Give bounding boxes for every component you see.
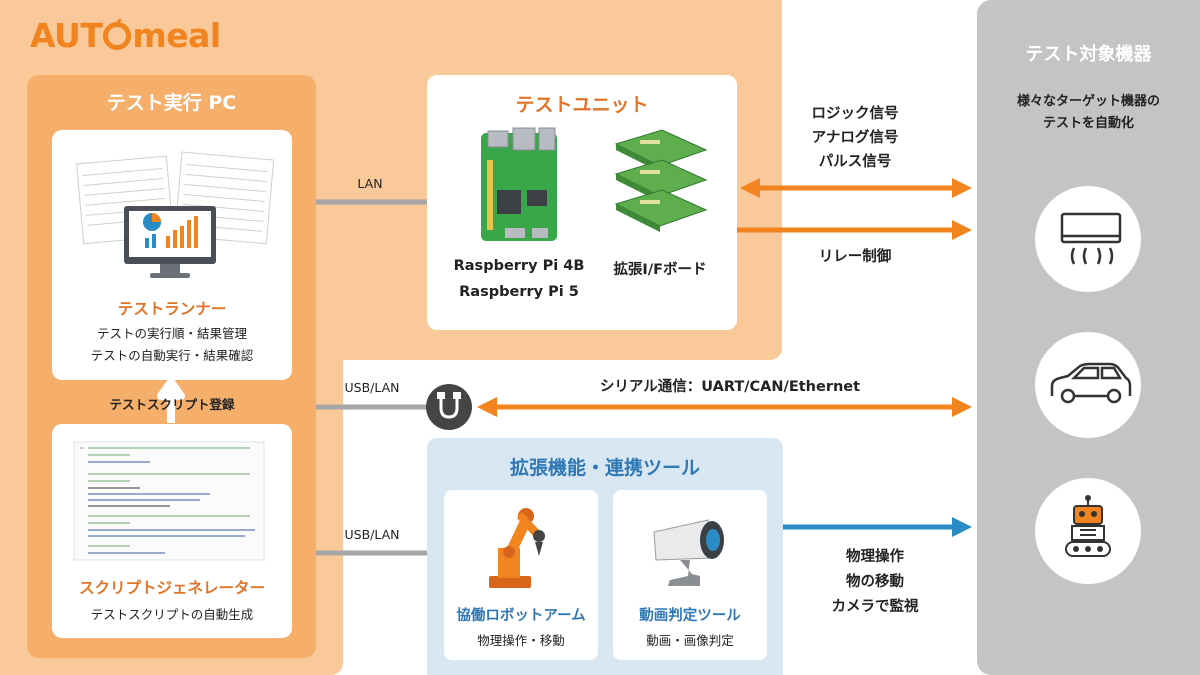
target-title: テスト対象機器	[1025, 44, 1152, 65]
usb-lan-label-2: USB/LAN	[344, 527, 400, 542]
usb-lan-label-1: USB/LAN	[344, 380, 400, 395]
test-runner-title: テストランナー	[117, 300, 227, 318]
extension-title: 拡張機能・連携ツール	[509, 457, 700, 479]
test-unit-title: テストユニット	[515, 94, 649, 116]
robot-arm-desc: 物理操作・移動	[477, 633, 565, 648]
camera-tool-title: 動画判定ツール	[639, 608, 741, 624]
target-desc-1: 様々なターゲット機器の	[1016, 94, 1160, 109]
target-robot-circle	[1035, 478, 1141, 584]
relay-control-label: リレー制御	[818, 249, 892, 265]
physical-op-label: 物理操作	[846, 549, 904, 565]
connector-icon	[426, 384, 472, 430]
board-label: 拡張I/Fボード	[613, 262, 707, 278]
raspberry-pi-label-1: Raspberry Pi 4B	[453, 258, 585, 274]
test-runner-desc-2: テストの自動実行・結果確認	[90, 348, 254, 363]
object-move-label: 物の移動	[846, 574, 904, 590]
target-desc-2: テストを自動化	[1042, 116, 1134, 131]
test-runner-desc-1: テストの実行順・結果管理	[96, 326, 247, 341]
serial-comm-label: シリアル通信：UART/CAN/Ethernet	[599, 379, 861, 395]
logo-timer-glyph	[103, 22, 132, 50]
script-register-label: テストスクリプト登録	[109, 397, 235, 412]
test-runner-card	[52, 130, 292, 380]
lan-label: LAN	[357, 176, 383, 191]
target-car-circle	[1035, 332, 1141, 438]
script-generator-desc: テストスクリプトの自動生成	[90, 607, 254, 622]
raspberry-pi-label-2: Raspberry Pi 5	[459, 284, 579, 300]
pulse-signal-label: パルス信号	[818, 154, 892, 170]
test-pc-title: テスト実行 PC	[106, 92, 237, 114]
target-aircon-circle	[1035, 186, 1141, 292]
logic-signal-label: ロジック信号	[811, 106, 899, 122]
robot-arm-title: 協働ロボットアーム	[456, 608, 586, 624]
camera-tool-desc: 動画・画像判定	[646, 633, 734, 648]
camera-monitor-label: カメラで監視	[831, 599, 919, 615]
script-generator-title: スクリプトジェネレーター	[78, 579, 265, 597]
analog-signal-label: アナログ信号	[811, 130, 899, 146]
